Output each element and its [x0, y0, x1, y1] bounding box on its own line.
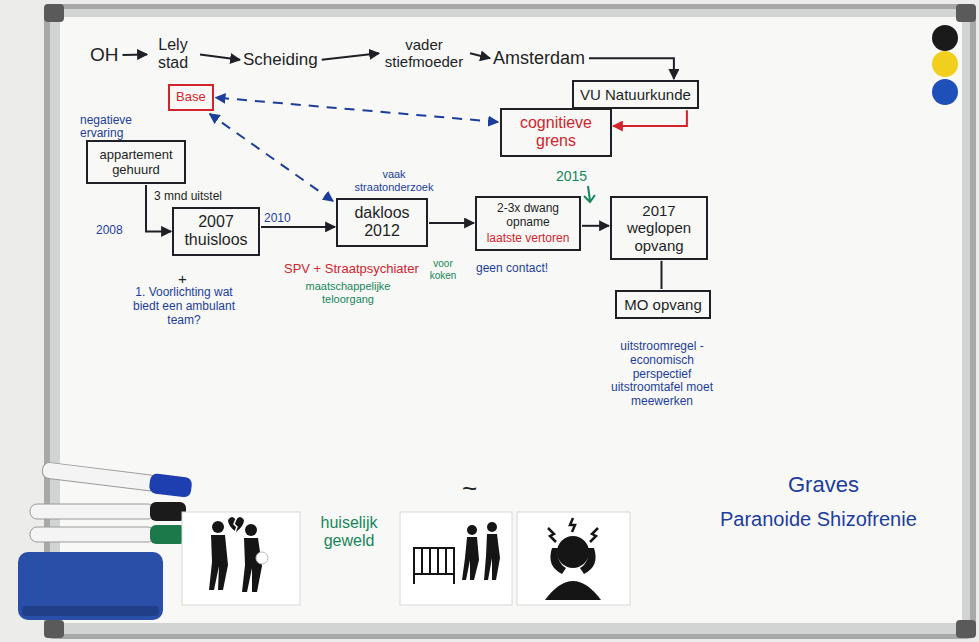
note-text: 2008 — [96, 224, 123, 238]
timeline-box: MO opvang — [615, 290, 711, 319]
dashed-connector — [210, 114, 333, 201]
timeline-box: Base — [168, 84, 214, 111]
note-text: huiselijk geweld — [312, 514, 386, 551]
note-text: maatschappelijke teloorgang — [300, 280, 396, 305]
note-text: 2010 — [264, 212, 291, 226]
timeline-box: 2-3x dwang opname laatste vertoren — [475, 196, 581, 251]
note-text: + — [178, 270, 187, 287]
arrow-connector — [613, 110, 687, 126]
timeline-step: Lely stad — [150, 36, 196, 73]
box-text: dakloos 2012 — [344, 204, 420, 241]
box-text: VU Natuurkunde — [580, 86, 691, 103]
arrow-connector — [661, 261, 663, 289]
timeline-box: negatieve ervaringappartement gehuurd — [86, 140, 186, 184]
arrow-connector — [589, 58, 674, 79]
arrow-connector — [123, 53, 148, 56]
note-text: vaak straatonderzoek — [346, 168, 442, 193]
dashed-connector — [216, 98, 498, 123]
box-text: Amsterdam — [493, 48, 585, 69]
timeline-box: cognitieve grens — [500, 108, 612, 157]
note-text: Paranoide Shizofrenie — [720, 508, 917, 531]
note-text: 1. Voorlichting wat biedt een ambulant t… — [132, 286, 236, 327]
note-text: ~ — [462, 474, 477, 504]
box-text: OH — [90, 44, 119, 66]
arrow-connector — [582, 225, 609, 227]
timeline-box: dakloos 2012 — [336, 198, 428, 247]
note-text: geen contact! — [476, 262, 548, 276]
arrow-connector — [322, 53, 379, 60]
box-heading: negatieve ervaring — [80, 114, 152, 140]
box-text: 2-3x dwang opname — [483, 202, 573, 230]
arrow-connector — [261, 226, 335, 228]
box-text: cognitieve grens — [508, 114, 604, 151]
arrow-connector — [470, 53, 490, 58]
box-text: 2007 thuisloos — [180, 213, 252, 250]
arrow-connector — [200, 54, 240, 59]
box-text: Base — [176, 90, 206, 105]
note-text: uitstroomregel -economisch perspectief u… — [606, 340, 718, 409]
note-text: voor koken — [424, 258, 462, 281]
box-text: MO opvang — [623, 296, 703, 313]
timeline-box: 2017 weglopen opvang — [610, 196, 708, 260]
timeline-box: 2007 thuisloos — [172, 207, 260, 256]
note-text: 2015 — [556, 168, 587, 184]
arrow-connector — [429, 222, 474, 224]
edge-label: 3 mnd uitstel — [152, 190, 224, 204]
box-text: 2017 weglopen opvang — [618, 202, 700, 254]
box-text: laatste vertoren — [483, 232, 573, 246]
timeline-step: vader stiefmoeder — [382, 36, 466, 71]
box-text: Scheiding — [243, 50, 318, 70]
box-text: Lely stad — [150, 36, 196, 73]
note-text: Graves — [788, 472, 859, 497]
box-text: vader stiefmoeder — [382, 36, 466, 71]
box-text: appartement gehuurd — [94, 148, 178, 178]
timeline-box: VU Natuurkunde — [572, 80, 699, 109]
note-text: SPV + Straatpsychiater — [284, 262, 419, 277]
timeline-step: Amsterdam — [493, 48, 585, 69]
timeline-step: Scheiding — [243, 50, 318, 70]
timeline-step: OH — [90, 44, 119, 66]
